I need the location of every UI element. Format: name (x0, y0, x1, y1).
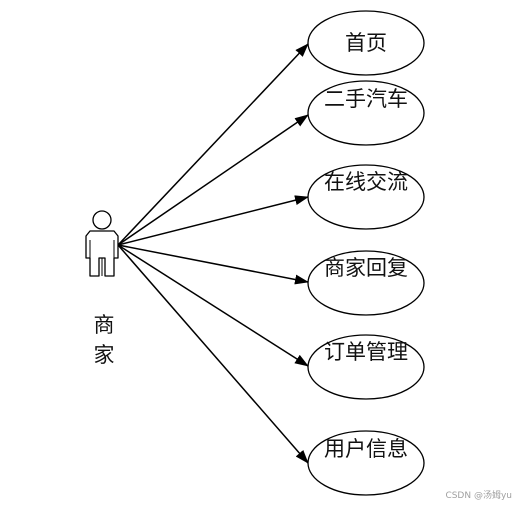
arrow-merchant-reply (117, 244, 309, 285)
use-case-ellipse-used-cars (307, 80, 425, 146)
use-case-ellipse-online-chat (307, 164, 425, 230)
use-case-ellipse-home (307, 10, 425, 76)
use-case-order-management[interactable]: 订单管理 (324, 340, 408, 364)
actor-body (85, 230, 119, 277)
use-case-merchant-reply[interactable]: 商家回复 (324, 256, 408, 280)
watermark: CSDN @汤姆yu (445, 491, 512, 501)
arrow-online-chat (117, 195, 309, 246)
use-case-user-info[interactable]: 用户信息 (324, 437, 408, 461)
use-case-home[interactable]: 首页 (345, 31, 387, 55)
actor-head (92, 210, 112, 230)
use-case-ellipse-order-management (307, 334, 425, 400)
use-case-ellipse-user-info (307, 430, 425, 496)
arrow-user-info (117, 244, 309, 464)
actor-figure (85, 210, 119, 277)
actor-label: 商家 (93, 313, 115, 367)
arrow-used-cars (117, 114, 309, 246)
arrow-home (117, 43, 309, 246)
use-case-online-chat[interactable]: 在线交流 (324, 170, 408, 194)
use-case-used-cars[interactable]: 二手汽车 (324, 87, 408, 111)
arrow-order-management (117, 244, 309, 367)
associations (117, 43, 309, 464)
use-case-ellipses (307, 10, 425, 496)
use-case-ellipse-merchant-reply (307, 250, 425, 316)
